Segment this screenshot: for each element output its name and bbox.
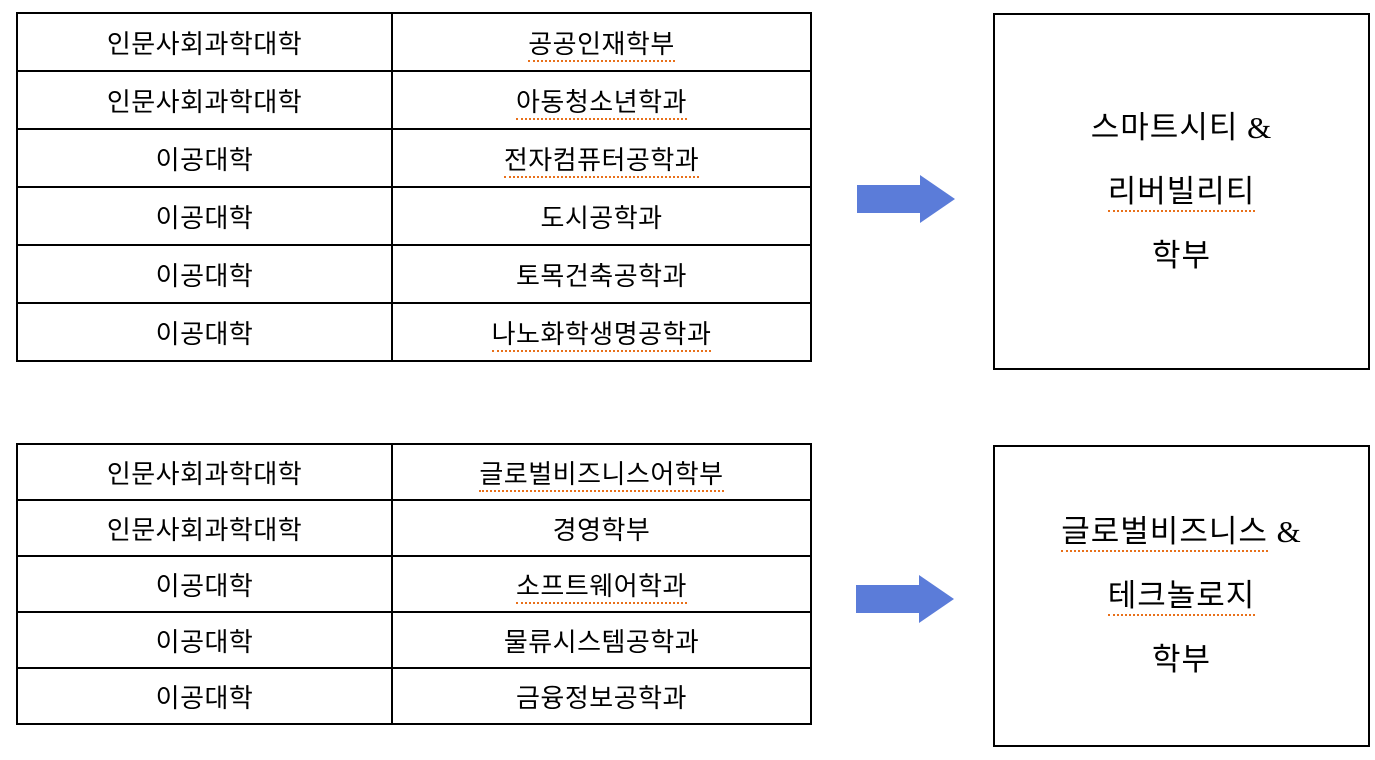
merged-name-text: 학부 bbox=[1151, 237, 1212, 273]
dept-text: 아동청소년학과 bbox=[516, 87, 687, 120]
college-cell: 이공대학 bbox=[16, 611, 393, 669]
merger-table-1: 인문사회과학대학 공공인재학부 인문사회과학대학 아동청소년학과 이공대학 전자… bbox=[16, 12, 812, 362]
dept-cell: 전자컴퓨터공학과 bbox=[391, 128, 812, 188]
college-cell: 인문사회과학대학 bbox=[16, 443, 393, 501]
college-text: 이공대학 bbox=[155, 203, 254, 233]
merged-name-line: 학부 bbox=[1152, 628, 1211, 692]
college-text: 인문사회과학대학 bbox=[106, 515, 303, 545]
table-row: 인문사회과학대학 공공인재학부 bbox=[16, 12, 812, 72]
college-cell: 인문사회과학대학 bbox=[16, 70, 393, 130]
table-row: 이공대학 금융정보공학과 bbox=[16, 667, 812, 725]
dept-text: 물류시스템공학과 bbox=[503, 627, 700, 657]
merged-name-line: 스마트시티 & bbox=[1091, 96, 1272, 160]
dept-cell: 물류시스템공학과 bbox=[391, 611, 812, 669]
dept-cell: 아동청소년학과 bbox=[391, 70, 812, 130]
dept-text: 토목건축공학과 bbox=[516, 261, 687, 291]
dept-cell: 금융정보공학과 bbox=[391, 667, 812, 725]
dept-text: 소프트웨어학과 bbox=[516, 571, 687, 604]
merged-name-text: & bbox=[1267, 514, 1302, 549]
college-cell: 인문사회과학대학 bbox=[16, 12, 393, 72]
right-arrow-icon bbox=[856, 575, 954, 623]
table-row: 이공대학 소프트웨어학과 bbox=[16, 555, 812, 613]
right-arrow-icon bbox=[857, 175, 955, 223]
dept-cell: 소프트웨어학과 bbox=[391, 555, 812, 613]
dept-cell: 경영학부 bbox=[391, 499, 812, 557]
college-text: 인문사회과학대학 bbox=[106, 29, 303, 59]
dept-cell: 글로벌비즈니스어학부 bbox=[391, 443, 812, 501]
merged-name-line: 리버빌리티 bbox=[1107, 160, 1256, 224]
merged-name-text: 테크놀로지 bbox=[1107, 578, 1256, 616]
college-text: 이공대학 bbox=[155, 319, 254, 349]
college-cell: 이공대학 bbox=[16, 128, 393, 188]
dept-text: 글로벌비즈니스어학부 bbox=[479, 459, 724, 492]
college-text: 이공대학 bbox=[155, 571, 254, 601]
college-text: 인문사회과학대학 bbox=[106, 87, 303, 117]
college-cell: 이공대학 bbox=[16, 667, 393, 725]
dept-text: 전자컴퓨터공학과 bbox=[503, 145, 700, 178]
merged-name-line: 테크놀로지 bbox=[1107, 564, 1256, 628]
merged-name-line: 글로벌비즈니스 & bbox=[1061, 500, 1302, 564]
college-text: 인문사회과학대학 bbox=[106, 459, 303, 489]
dept-text: 공공인재학부 bbox=[528, 29, 675, 62]
dept-text: 금융정보공학과 bbox=[516, 683, 687, 713]
table-row: 인문사회과학대학 경영학부 bbox=[16, 499, 812, 557]
dept-text: 경영학부 bbox=[552, 515, 651, 545]
college-cell: 이공대학 bbox=[16, 244, 393, 304]
dept-cell: 토목건축공학과 bbox=[391, 244, 812, 304]
table-row: 이공대학 물류시스템공학과 bbox=[16, 611, 812, 669]
table-row: 이공대학 토목건축공학과 bbox=[16, 244, 812, 304]
college-text: 이공대학 bbox=[155, 683, 254, 713]
merged-name-text: 리버빌리티 bbox=[1107, 173, 1256, 212]
merged-name-line: 학부 bbox=[1152, 224, 1211, 288]
merged-department-box-1: 스마트시티 & 리버빌리티 학부 bbox=[993, 13, 1370, 370]
college-text: 이공대학 bbox=[155, 627, 254, 657]
merged-department-box-2: 글로벌비즈니스 & 테크놀로지 학부 bbox=[993, 445, 1370, 747]
table-row: 이공대학 도시공학과 bbox=[16, 186, 812, 246]
table-row: 인문사회과학대학 아동청소년학과 bbox=[16, 70, 812, 130]
college-text: 이공대학 bbox=[155, 261, 254, 291]
college-cell: 이공대학 bbox=[16, 555, 393, 613]
college-cell: 이공대학 bbox=[16, 186, 393, 246]
table-row: 이공대학 나노화학생명공학과 bbox=[16, 302, 812, 362]
merged-name-text: 스마트시티 & bbox=[1090, 109, 1273, 145]
table-row: 인문사회과학대학 글로벌비즈니스어학부 bbox=[16, 443, 812, 501]
dept-cell: 공공인재학부 bbox=[391, 12, 812, 72]
table-row: 이공대학 전자컴퓨터공학과 bbox=[16, 128, 812, 188]
merged-name-text: 학부 bbox=[1151, 642, 1212, 677]
dept-text: 나노화학생명공학과 bbox=[491, 319, 712, 352]
merger-table-2: 인문사회과학대학 글로벌비즈니스어학부 인문사회과학대학 경영학부 이공대학 소… bbox=[16, 443, 812, 725]
college-cell: 이공대학 bbox=[16, 302, 393, 362]
dept-text: 도시공학과 bbox=[540, 203, 663, 233]
college-text: 이공대학 bbox=[155, 145, 254, 175]
merged-name-text: 글로벌비즈니스 bbox=[1061, 514, 1268, 552]
dept-cell: 도시공학과 bbox=[391, 186, 812, 246]
dept-cell: 나노화학생명공학과 bbox=[391, 302, 812, 362]
college-cell: 인문사회과학대학 bbox=[16, 499, 393, 557]
